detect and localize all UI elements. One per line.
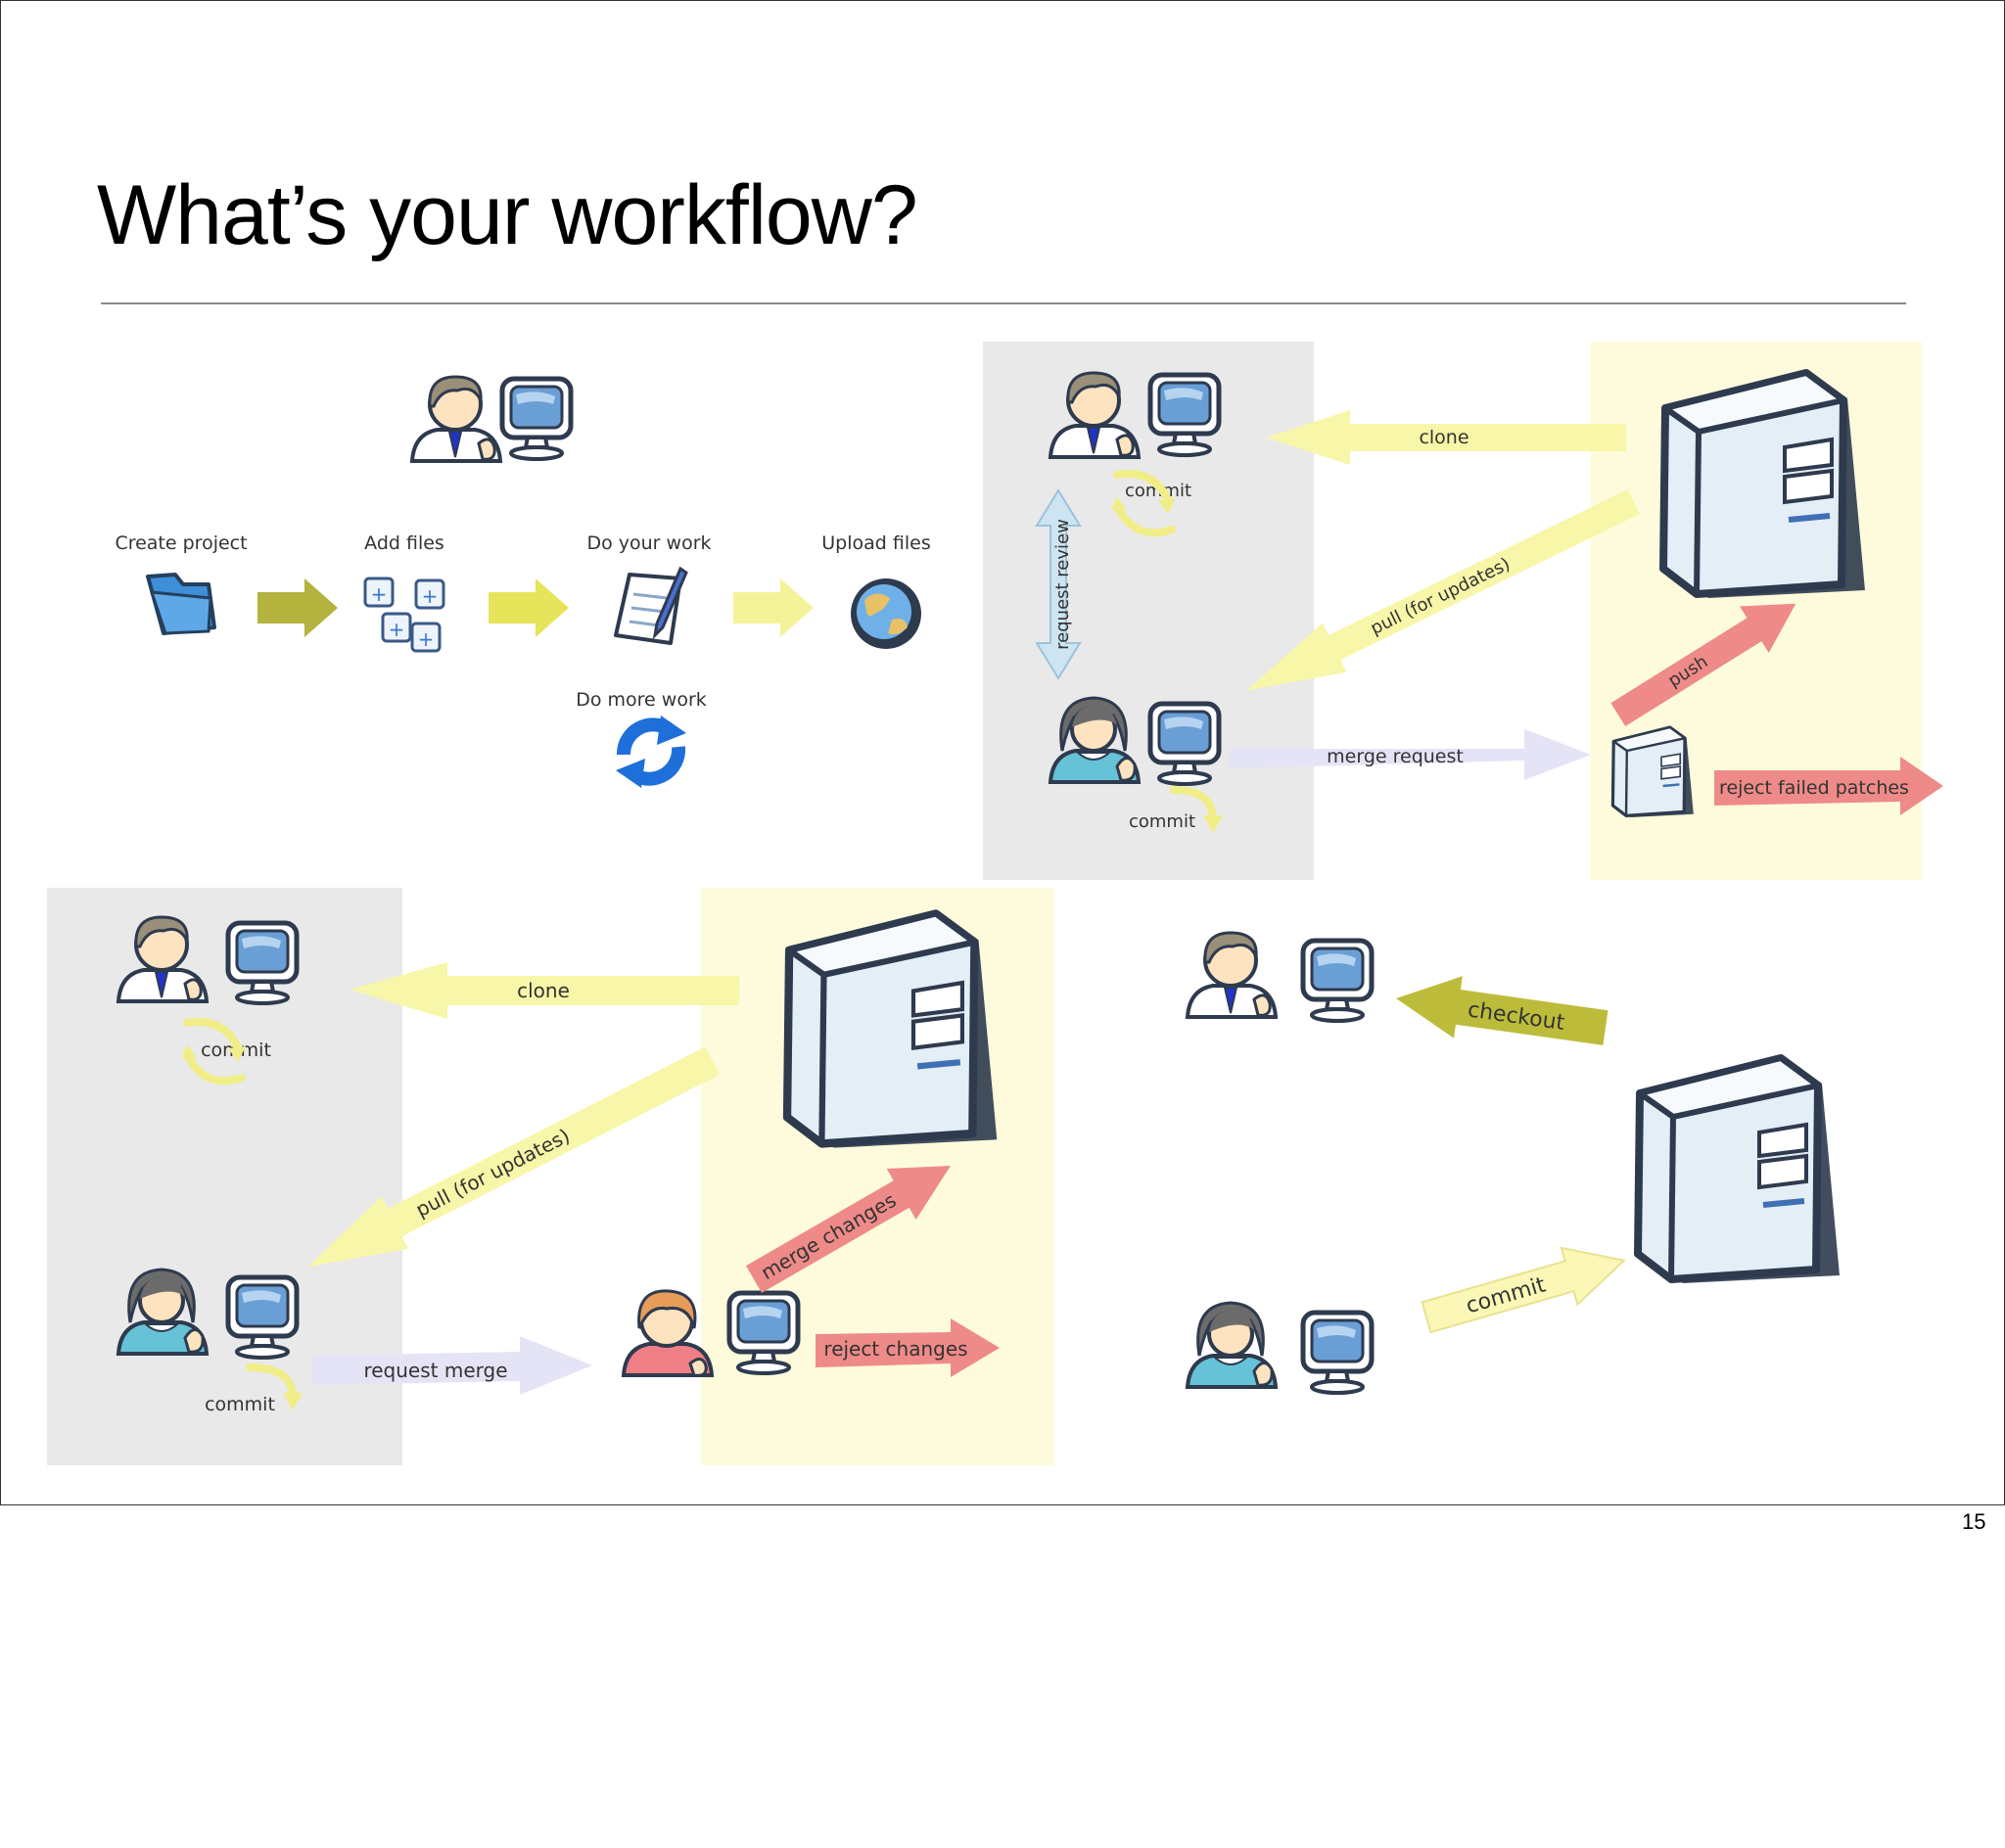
- clone-label: clone: [517, 979, 570, 1002]
- maintainer-avatar: [622, 1288, 714, 1378]
- svg-text:+: +: [422, 584, 439, 608]
- server-icon: [787, 913, 997, 1147]
- clone-arrow: [1266, 410, 1626, 465]
- refresh-icon: [616, 716, 686, 788]
- developer-avatar-top: [1186, 931, 1278, 1019]
- monitor-icon: [502, 379, 571, 459]
- svg-text:+: +: [418, 627, 435, 651]
- monitor-icon-bottom: [1303, 1313, 1372, 1393]
- add-files-icon: + + + +: [363, 577, 445, 653]
- reject-changes-arrow: [816, 1318, 1000, 1377]
- developer-avatar: [410, 375, 502, 463]
- merge-changes-arrow: [746, 1166, 951, 1293]
- step-arrow-1: [257, 578, 338, 637]
- commit-bottom-label: commit: [205, 1394, 275, 1415]
- monitor-icon-top: [1303, 941, 1372, 1021]
- step-arrow-2: [489, 578, 569, 637]
- step-do-your-work: Do your work: [586, 532, 711, 554]
- slide: What’s your workflow?: [0, 0, 2005, 1505]
- merge-request-label: merge request: [1327, 746, 1464, 767]
- merge-request-arrow: [1229, 729, 1591, 780]
- server-icon-small: [1610, 725, 1696, 819]
- clone-label: clone: [1419, 427, 1469, 448]
- pull-updates-arrow: [307, 1046, 720, 1268]
- commit-bottom-arrow: [246, 1363, 303, 1410]
- commit-bottom-label: commit: [1129, 811, 1195, 832]
- step-create-project: Create project: [115, 532, 247, 554]
- step-add-files: Add files: [364, 532, 444, 554]
- commit-bottom-arrow: [1170, 786, 1223, 833]
- push-arrow: [1610, 603, 1796, 726]
- pull-updates-label: pull (for updates): [412, 1124, 574, 1222]
- server-icon-main: [1663, 373, 1865, 598]
- title-divider: [101, 302, 1906, 304]
- request-merge-arrow: [312, 1336, 592, 1395]
- request-merge-label: request merge: [363, 1359, 507, 1382]
- step-upload-files: Upload files: [821, 532, 930, 554]
- centralized-workflow: checkout commit: [1186, 931, 1840, 1393]
- clone-arrow: [350, 962, 739, 1019]
- svg-text:+: +: [389, 618, 405, 641]
- reject-patches-arrow: [1714, 757, 1943, 815]
- reject-patches-label: reject failed patches: [1719, 777, 1909, 799]
- commit-arrow: [1421, 1246, 1626, 1334]
- svg-text:+: +: [371, 582, 388, 606]
- folder-icon: [146, 573, 216, 635]
- reject-changes-label: reject changes: [823, 1337, 967, 1361]
- page-number: 15: [1962, 1509, 1986, 1534]
- notepad-pen-icon: [614, 566, 688, 645]
- developer-avatar-bottom: [1186, 1301, 1278, 1389]
- loop-label: Do more work: [576, 689, 707, 711]
- request-review-arrow: [1035, 488, 1082, 680]
- globe-icon: [851, 578, 921, 649]
- step-arrow-3: [733, 578, 814, 637]
- checkout-arrow: [1396, 976, 1609, 1045]
- linear-workflow: Create project Add files Do your work Up…: [115, 375, 931, 788]
- workflow-diagram: Create project Add files Do your work Up…: [47, 342, 1943, 1465]
- pull-updates-arrow: [1246, 488, 1640, 691]
- central-devs-zone: [983, 342, 1314, 880]
- slide-title: What’s your workflow?: [97, 168, 918, 262]
- pull-updates-label: pull (for updates): [1368, 554, 1514, 639]
- server-icon: [1638, 1058, 1840, 1283]
- request-review-label: request review: [1052, 519, 1073, 650]
